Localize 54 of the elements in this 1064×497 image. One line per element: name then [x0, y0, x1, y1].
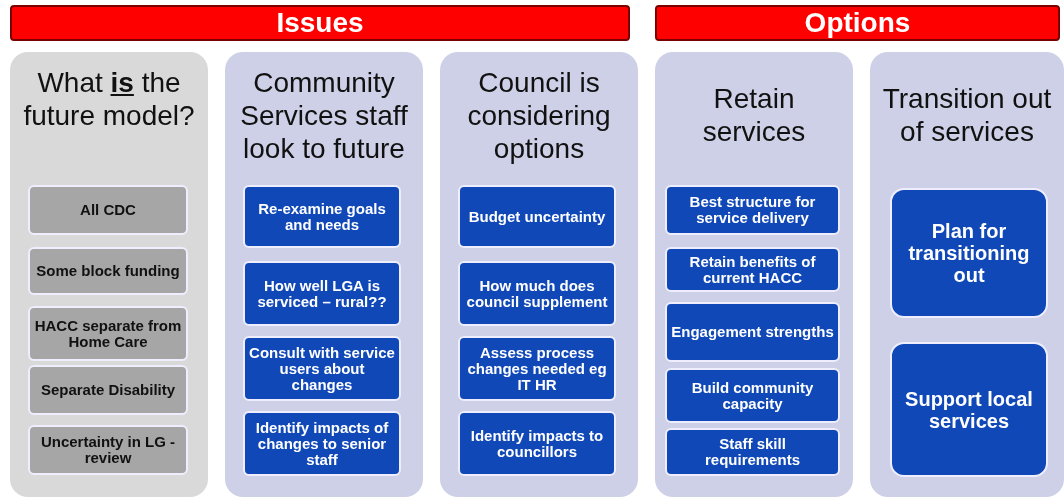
topic-box — [28, 365, 188, 415]
section-banner — [655, 5, 1060, 41]
topic-text: All CDC — [80, 202, 136, 218]
topic-text: Plan for transitioning out — [907, 220, 1031, 286]
topic-box — [665, 428, 840, 476]
topic-box — [28, 306, 188, 361]
topic-text: Support local services — [904, 387, 1034, 432]
topic-box — [890, 342, 1048, 477]
banner-title: Options — [804, 7, 911, 39]
topic-box — [243, 336, 401, 401]
topic-text: Retain benefits of current HACC — [688, 253, 817, 286]
topic-text: HACC separate from Home Care — [34, 317, 182, 350]
topic-box — [665, 368, 840, 423]
topic-box — [243, 411, 401, 476]
topic-text: Engagement strengths — [671, 324, 834, 340]
topic-box — [458, 336, 616, 401]
topic-text: How well LGA is serviced – rural?? — [256, 277, 388, 310]
topic-text: Identify impacts of changes to senior staff — [254, 419, 390, 468]
topic-box — [243, 185, 401, 248]
topic-box — [458, 411, 616, 476]
column-heading: Transition out of services — [881, 82, 1053, 148]
topic-text: Staff skill requirements — [703, 436, 801, 468]
column-panel — [870, 52, 1064, 497]
topic-text: How much does council supplement — [465, 277, 609, 310]
topic-box — [665, 185, 840, 235]
topic-box — [458, 261, 616, 326]
topic-text: Identify impacts to councillors — [469, 427, 605, 460]
topic-box — [28, 247, 188, 295]
banner-title: Issues — [276, 7, 364, 39]
topic-text: Some block funding — [36, 263, 180, 279]
topic-text: Uncertainty in LG - review — [39, 434, 177, 466]
topic-text: Re-examine goals and needs — [257, 200, 387, 233]
topic-box — [890, 188, 1048, 318]
topic-box — [28, 185, 188, 235]
column-panel — [655, 52, 853, 497]
column-heading: What is the future model? — [22, 66, 196, 132]
topic-box — [665, 302, 840, 362]
column-heading: Community Services staff look to future — [239, 66, 409, 165]
column-heading: Council is considering options — [466, 66, 612, 165]
topic-text: Consult with service users about changes — [249, 344, 395, 393]
topic-text: Budget uncertainty — [468, 208, 606, 225]
topic-text: Build community capacity — [690, 379, 815, 412]
topic-box — [665, 247, 840, 292]
column-panel — [440, 52, 638, 497]
topic-box — [243, 261, 401, 326]
topic-box — [458, 185, 616, 248]
column-panel — [10, 52, 208, 497]
topic-text: Separate Disability — [40, 382, 176, 398]
column-panel — [225, 52, 423, 497]
column-heading: Retain services — [701, 82, 807, 148]
section-banner — [10, 5, 630, 41]
topic-text: Assess process changes needed eg IT HR — [466, 344, 608, 393]
topic-box — [28, 425, 188, 475]
topic-text: Best structure for service delivery — [688, 194, 817, 226]
